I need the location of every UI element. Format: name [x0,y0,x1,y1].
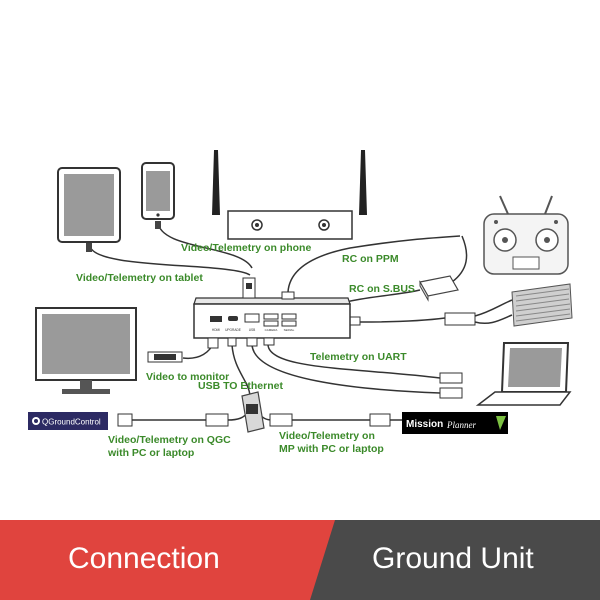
cable-uart [267,344,441,379]
cable-phone [157,221,253,269]
label-phone: Video/Telemetry on phone [181,242,311,254]
label-mp-line2: MP with PC or laptop [279,443,384,455]
ground-unit-device: HDMI UPGRADE USB CAMERA SERIAL [193,277,351,349]
svg-text:QGroundControl: QGroundControl [42,418,101,427]
footer-banner: Connection Ground Unit [0,520,600,600]
label-rc-ppm: RC on PPM [342,253,399,265]
cable-tablet [89,244,251,276]
banner-title-ground-unit: Ground Unit [372,542,534,575]
label-monitor: Video to monitor [146,371,229,383]
qgroundcontrol-logo: QGroundControl [28,412,108,430]
port-label-a: CAMERA [265,328,278,332]
port-label-upgrade: UPGRADE [225,328,241,332]
rc-transmitter-icon [483,195,569,275]
tablet-icon [57,167,121,252]
heatsink-module-icon [349,283,573,327]
label-uart: Telemetry on UART [310,351,407,363]
cable-module [359,317,446,323]
cable-rc-sbus [451,235,468,283]
label-qgc-line1: Video/Telemetry on QGC [108,434,231,446]
cable-usb-ethernet [231,344,251,396]
missionplanner-logo: Mission Planner [402,412,508,434]
banner-title-connection: Connection [68,542,220,575]
port-label-b: SERIAL [284,328,295,332]
cable-rc-ppm [287,235,461,293]
svg-text:Planner: Planner [446,420,476,430]
port-label-usb: USB [249,328,256,332]
label-mp-line1: Video/Telemetry on [279,430,375,442]
usb-ethernet-adapter-icon [241,391,265,433]
label-tablet: Video/Telemetry on tablet [76,272,203,284]
label-rc-sbus: RC on S.BUS [349,283,415,295]
sbus-adapter-icon [419,275,459,302]
ethernet-connectors [117,413,391,427]
label-usb-ethernet: USB TO Ethernet [198,380,283,392]
antenna-receiver-icon [212,150,367,240]
phone-icon [141,162,175,229]
port-label-hdmi: HDMI [212,328,220,332]
banner-right-panel [310,520,600,600]
svg-text:Mission: Mission [406,419,443,430]
laptop-icon [439,342,572,406]
monitor-icon [35,307,183,394]
label-qgc-line2: with PC or laptop [107,447,194,459]
